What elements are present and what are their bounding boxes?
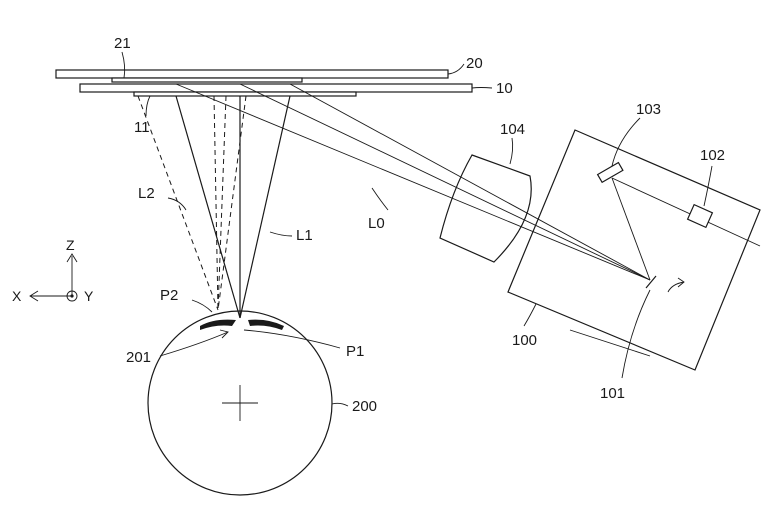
leader-20 [447,63,465,75]
lens-104 [439,137,532,263]
label-104: 104 [500,121,525,138]
y-axis-marker [66,290,78,302]
source-102 [686,203,714,229]
lens-body [439,154,532,263]
coordinate-axes: Z X Y [12,237,94,304]
leader-p1 [243,329,341,349]
internal-optics [569,117,761,379]
beam-source-to-mirror [611,177,761,247]
z-arrowhead [66,253,78,263]
plate-assembly [55,69,473,97]
ray-l1-left [175,95,241,319]
retina-patch-p2 [200,319,236,330]
leader-100 [523,303,537,327]
beam-mirror-to-scanner [611,177,651,281]
ray-l2-outer-right [217,95,247,311]
ray-l2-inner-left [213,95,219,311]
label-10: 10 [496,80,513,97]
leader-11 [145,95,151,117]
plate-leaders [121,51,493,117]
label-103: 103 [636,101,661,118]
label-p2: P2 [160,287,178,304]
leader-104 [509,137,514,165]
leader-201 [159,331,229,357]
plate-10 [79,83,473,93]
converging-rays [137,95,293,319]
scanner-axis-line [569,329,651,357]
retina-patch-p1 [248,319,284,330]
eye-outline [147,310,333,496]
ray-l1-right [239,95,291,319]
leader-10 [471,87,493,89]
leader-21 [121,51,126,79]
mirror-103 [596,161,624,184]
eye-200 [147,299,349,496]
ray-l0-mid [289,83,651,281]
ray-l2-outer-left [137,95,219,311]
projection-rays [175,83,651,281]
label-20: 20 [466,55,483,72]
label-21: 21 [114,35,131,52]
label-101: 101 [600,385,625,402]
axis-label-x: X [12,288,22,304]
leader-103 [611,117,641,167]
label-201: 201 [126,349,151,366]
ray-l0-upper [239,83,651,281]
leader-201-arrowhead [219,329,229,339]
plate-20 [55,69,449,79]
leader-l2 [167,197,187,211]
housing-100 [507,129,761,371]
scanner-rotation-arrow [667,281,685,293]
scanner-rotation-head [677,277,685,288]
plate-11 [133,91,357,97]
label-l2: L2 [138,185,155,202]
label-l0: L0 [368,215,385,232]
label-11: 11 [134,119,150,136]
label-100: 100 [512,332,537,349]
label-p1: P1 [346,343,364,360]
label-102: 102 [700,147,725,164]
label-l1: L1 [296,227,313,244]
leader-200 [331,402,349,407]
leader-p2 [191,299,213,313]
reference-labels: 20 21 10 11 L0 L1 L2 104 103 102 100 101… [114,35,725,415]
leader-102 [703,165,713,207]
housing-outline [507,129,761,371]
axis-label-z: Z [66,237,75,253]
y-axis-dot [70,294,74,298]
ray-l0-lower [175,83,651,281]
label-200: 200 [352,398,377,415]
scanner-101 [645,275,657,289]
axis-label-y: Y [84,288,94,304]
x-arrowhead [29,290,39,302]
plate-21 [111,77,303,83]
leader-101 [621,289,651,379]
leader-l1 [269,231,293,237]
leader-l0 [371,187,389,211]
